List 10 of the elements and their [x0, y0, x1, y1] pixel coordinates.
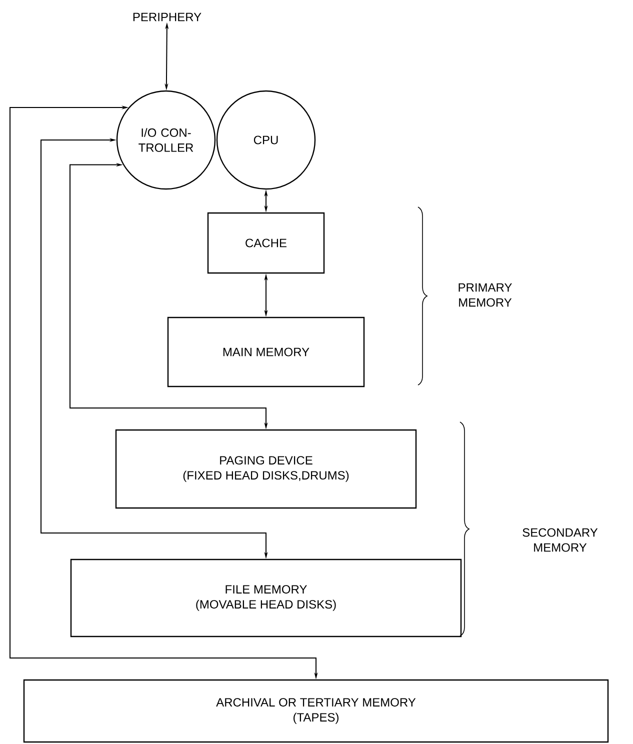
circle-node: CPU — [216, 90, 316, 190]
group-label: PRIMARY MEMORY — [458, 283, 512, 307]
memory-box: MAIN MEMORY — [167, 316, 365, 388]
memory-box: FILE MEMORY (MOVABLE HEAD DISKS) — [70, 558, 462, 638]
memory-box: ARCHIVAL OR TERTIARY MEMORY (TAPES) — [23, 679, 609, 743]
memory-box: PAGING DEVICE (FIXED HEAD DISKS,DRUMS) — [115, 429, 417, 509]
memory-box: CACHE — [207, 212, 325, 274]
node-label: PERIPHERY — [133, 12, 202, 22]
group-label: SECONDARY MEMORY — [522, 528, 598, 552]
circle-node: I/O CON- TROLLER — [116, 90, 216, 190]
